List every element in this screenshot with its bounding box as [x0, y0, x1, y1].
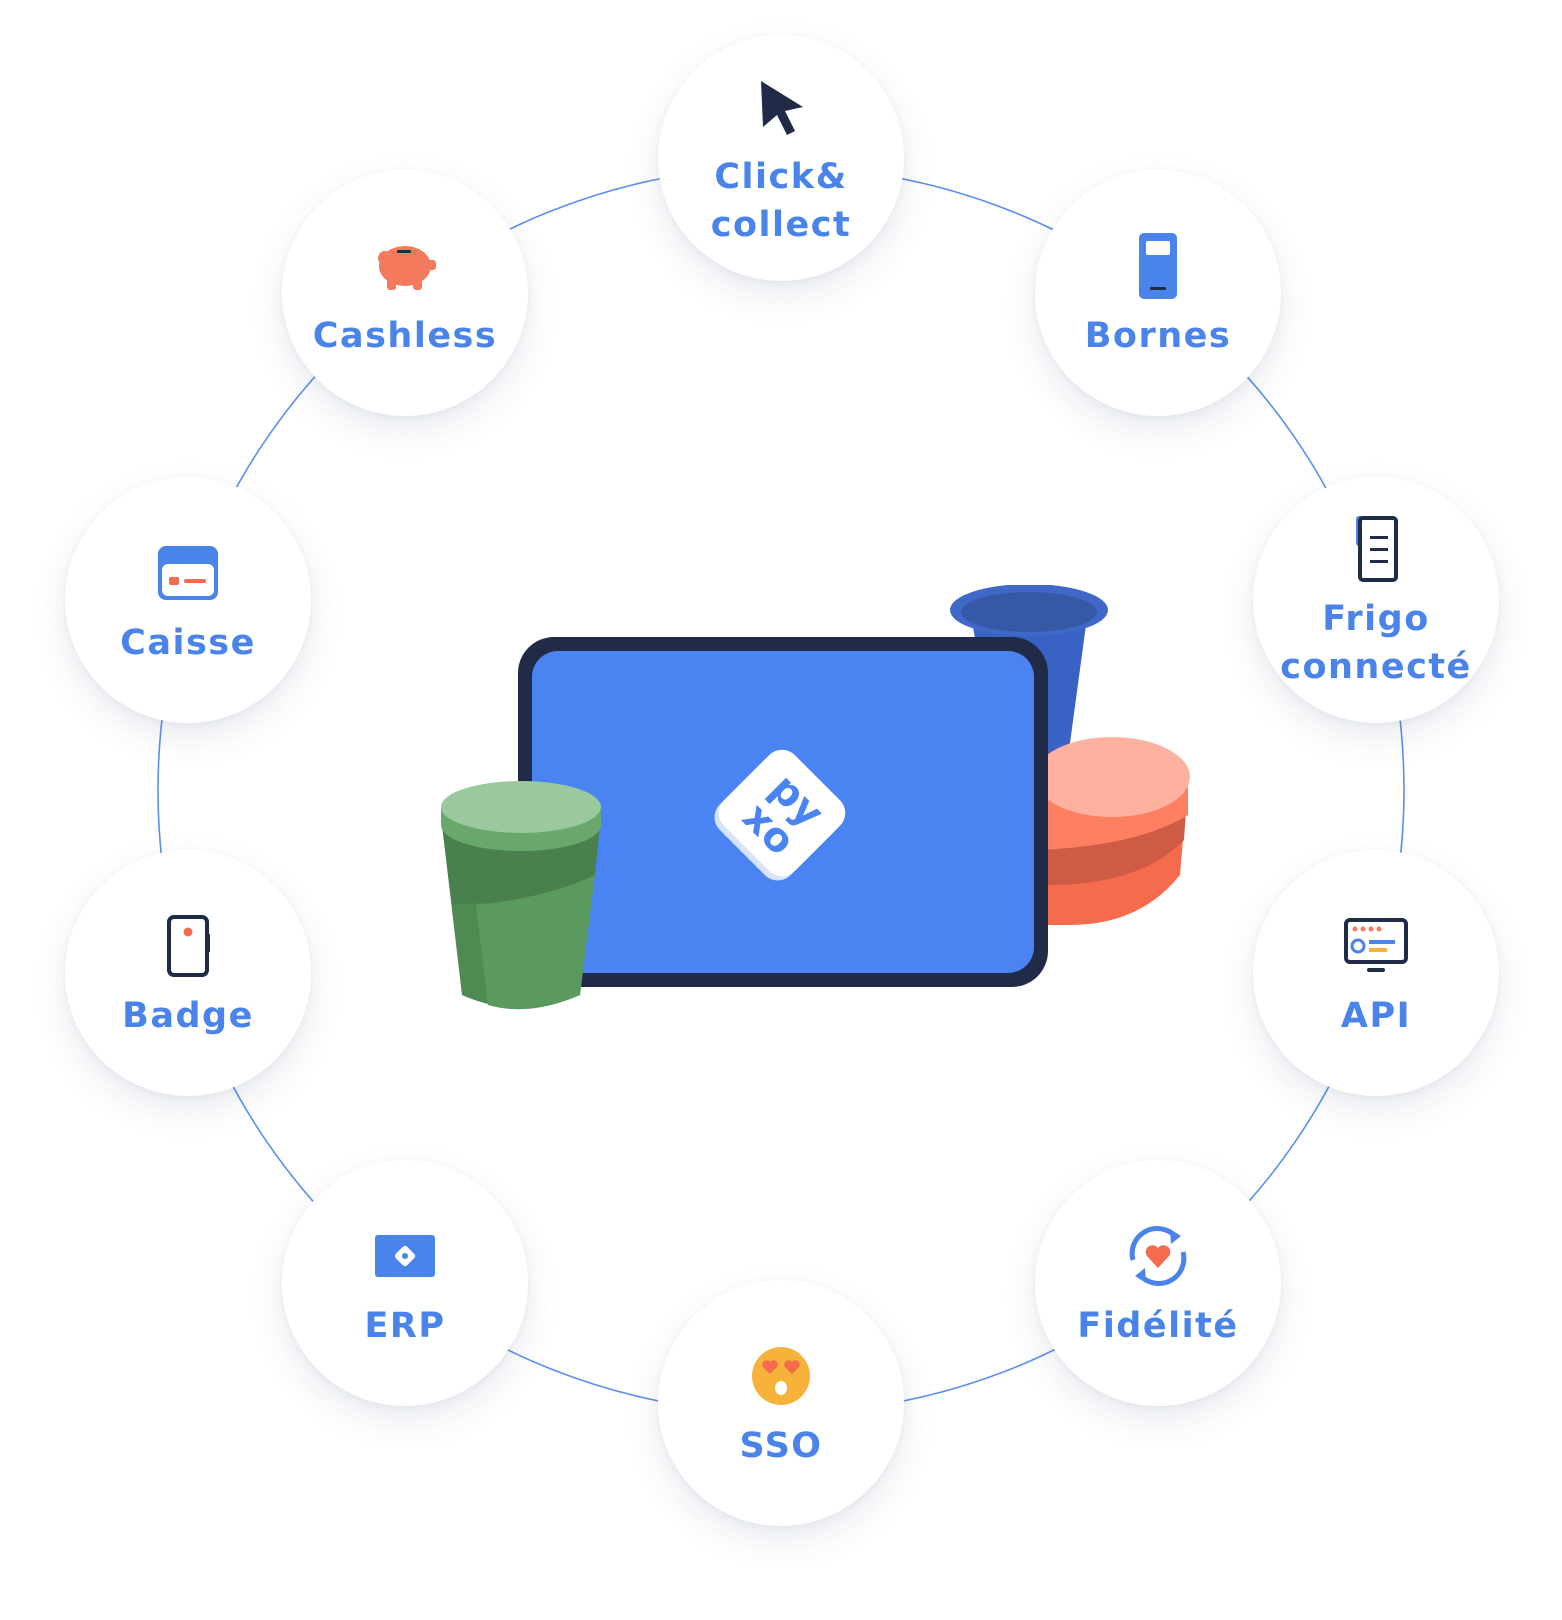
- cash-register-icon: [148, 533, 228, 613]
- smart-fridge-icon: [1336, 509, 1416, 589]
- node-api[interactable]: API: [1253, 850, 1499, 1096]
- node-label: Cashless: [312, 316, 498, 356]
- api-monitor-icon: [1336, 906, 1416, 986]
- node-label: Frigo connecté: [1280, 599, 1472, 687]
- pyxo-logo-icon: [714, 749, 846, 881]
- node-label: SSO: [739, 1426, 823, 1466]
- node-label: Click& collect: [710, 157, 852, 245]
- node-frigo-connecte[interactable]: Frigo connecté: [1253, 477, 1499, 723]
- erp-card-icon: [365, 1216, 445, 1296]
- node-sso[interactable]: SSO: [658, 1280, 904, 1526]
- node-label: Badge: [122, 996, 254, 1036]
- node-cashless[interactable]: Cashless: [282, 170, 528, 416]
- loyalty-heart-icon: [1118, 1216, 1198, 1296]
- kiosk-terminal-icon: [1118, 226, 1198, 306]
- node-caisse[interactable]: Caisse: [65, 477, 311, 723]
- green-cup: [441, 781, 601, 1010]
- node-label: ERP: [364, 1306, 446, 1346]
- node-badge[interactable]: Badge: [65, 850, 311, 1096]
- node-fidelite[interactable]: Fidélité: [1035, 1160, 1281, 1406]
- heart-eyes-emoji-icon: [741, 1336, 821, 1416]
- cursor-arrow-icon: [741, 67, 821, 147]
- node-click-collect[interactable]: Click& collect: [658, 35, 904, 281]
- badge-icon: [148, 906, 228, 986]
- salmon-bowl: [1034, 737, 1190, 925]
- piggy-bank-icon: [365, 226, 445, 306]
- node-label: API: [1340, 996, 1412, 1036]
- node-label: Fidélité: [1077, 1306, 1239, 1346]
- node-erp[interactable]: ERP: [282, 1160, 528, 1406]
- center-illustration: py xo: [441, 585, 1190, 1010]
- node-label: Caisse: [120, 623, 256, 663]
- node-bornes[interactable]: Bornes: [1035, 170, 1281, 416]
- node-label: Bornes: [1084, 316, 1232, 356]
